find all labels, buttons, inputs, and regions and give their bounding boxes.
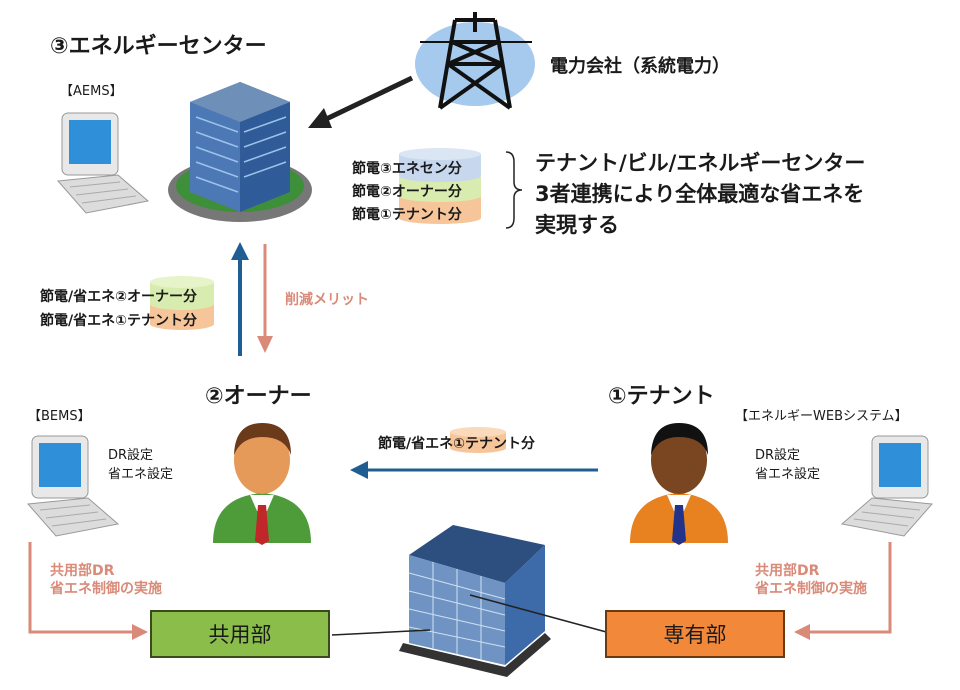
- tenant-control-arrow: [794, 542, 892, 640]
- tenant-to-owner-arrow: [350, 461, 598, 479]
- power-supply-arrow: [308, 75, 414, 128]
- owner-control-arrow: [28, 542, 148, 640]
- tenant-control-line-1: 共用部DR: [755, 563, 820, 579]
- owner-dr-setting: DR設定: [108, 448, 154, 463]
- owner-flow-owner: 節電/省エネ②オーナー分: [40, 289, 197, 305]
- private-area-box: 専有部: [605, 610, 785, 658]
- energy-web-system-label: 【エネルギーWEBシステム】: [735, 409, 908, 424]
- tenant-dr-setting: DR設定: [755, 448, 801, 463]
- aems-label: 【AEMS】: [60, 84, 123, 99]
- collab-line-2: 3者連携により全体最適な省エネを: [535, 182, 865, 206]
- owner-control-line-2: 省エネ制御の実施: [50, 581, 162, 597]
- collab-line-1: テナント/ビル/エネルギーセンター: [535, 151, 866, 175]
- owner-flow-cylinder: [150, 276, 214, 330]
- tenant-control-label: 共用部DR 省エネ制御の実施: [755, 562, 867, 598]
- owner-control-line-1: 共用部DR: [50, 563, 115, 579]
- energy-center-building-icon: [168, 82, 312, 222]
- area-connector-lines: [331, 594, 611, 636]
- owner-control-label: 共用部DR 省エネ制御の実施: [50, 562, 162, 598]
- owner-person-icon: [213, 423, 311, 545]
- bems-computer-icon: [26, 435, 120, 537]
- energy-center-heading: ③エネルギーセンター: [50, 34, 267, 59]
- brace-icon: [505, 151, 523, 229]
- power-tower-icon: [415, 12, 535, 110]
- private-area-label: 専有部: [663, 623, 727, 647]
- reduction-merit-label: 削減メリット: [285, 292, 369, 308]
- tenant-energy-setting: 省エネ設定: [755, 467, 821, 482]
- tenant-flow-label: 節電/省エネ①テナント分: [378, 436, 535, 452]
- office-building-icon: [399, 525, 551, 677]
- tenant-settings: DR設定 省エネ設定: [755, 446, 820, 484]
- tenant-control-line-2: 省エネ制御の実施: [755, 581, 867, 597]
- owner-energy-setting: 省エネ設定: [108, 467, 174, 482]
- collaboration-text: テナント/ビル/エネルギーセンター 3者連携により全体最適な省エネを 実現する: [535, 148, 865, 241]
- owner-energy-arrows: [231, 242, 273, 356]
- savings-stack-cylinder: [399, 148, 481, 224]
- collab-line-3: 実現する: [535, 213, 619, 237]
- aems-computer-icon: [56, 112, 150, 214]
- savings-energy-center: 節電③エネセン分: [352, 161, 462, 177]
- tenant-flow-cylinder: [450, 427, 506, 453]
- tenant-heading: ①テナント: [608, 384, 715, 409]
- common-area-box: 共用部: [150, 610, 330, 658]
- owner-flow-tenant: 節電/省エネ①テナント分: [40, 313, 197, 329]
- power-company-label: 電力会社（系統電力）: [550, 56, 730, 77]
- savings-tenant: 節電①テナント分: [352, 207, 462, 223]
- bems-label: 【BEMS】: [28, 409, 91, 424]
- owner-settings: DR設定 省エネ設定: [108, 446, 173, 484]
- common-area-label: 共用部: [208, 623, 272, 647]
- owner-heading: ②オーナー: [205, 384, 312, 409]
- tenant-person-icon: [630, 423, 728, 545]
- tenant-computer-icon: [840, 435, 934, 537]
- savings-owner: 節電②オーナー分: [352, 184, 462, 200]
